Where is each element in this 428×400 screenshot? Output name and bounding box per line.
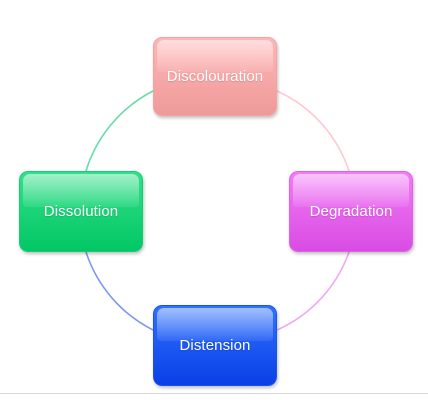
node-dissolution: Dissolution [19,171,143,252]
connector-left-top [85,90,154,172]
connector-top-right [276,90,350,172]
connector-right-bottom [276,251,350,331]
node-label: Dissolution [43,203,119,220]
node-label: Discolouration [166,68,264,85]
node-label: Distension [179,337,251,354]
node-label: Degradation [309,203,393,220]
node-degradation: Degradation [289,171,413,252]
bottom-divider [0,393,428,394]
node-discolouration: Discolouration [153,37,277,116]
connector-bottom-left [85,251,154,331]
node-distension: Distension [153,305,277,386]
